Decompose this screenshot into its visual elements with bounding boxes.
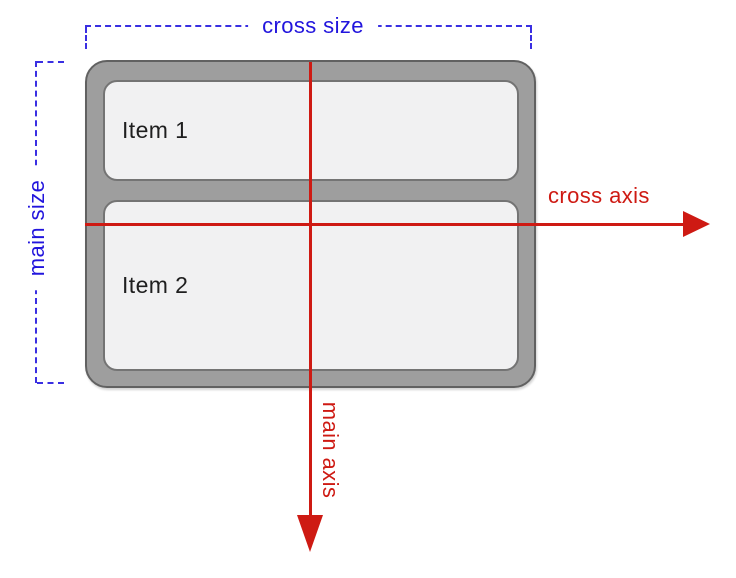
cross-size-label: cross size xyxy=(248,11,378,41)
cross-size-bracket-tick-left xyxy=(85,27,87,49)
main-size-label: main size xyxy=(22,165,52,291)
main-axis-line xyxy=(309,62,312,517)
cross-axis-arrowhead-icon xyxy=(683,211,710,237)
cross-axis-line xyxy=(85,223,685,226)
main-size-bracket-tick-top xyxy=(37,61,64,63)
main-size-bracket-tick-bottom xyxy=(37,382,64,384)
main-axis-label: main axis xyxy=(318,401,343,499)
cross-size-bracket-tick-right xyxy=(530,27,532,49)
main-axis-arrowhead-icon xyxy=(297,515,323,552)
cross-axis-label: cross axis xyxy=(548,183,650,208)
flex-item-label: Item 1 xyxy=(122,117,189,143)
flex-item-label: Item 2 xyxy=(122,272,189,298)
